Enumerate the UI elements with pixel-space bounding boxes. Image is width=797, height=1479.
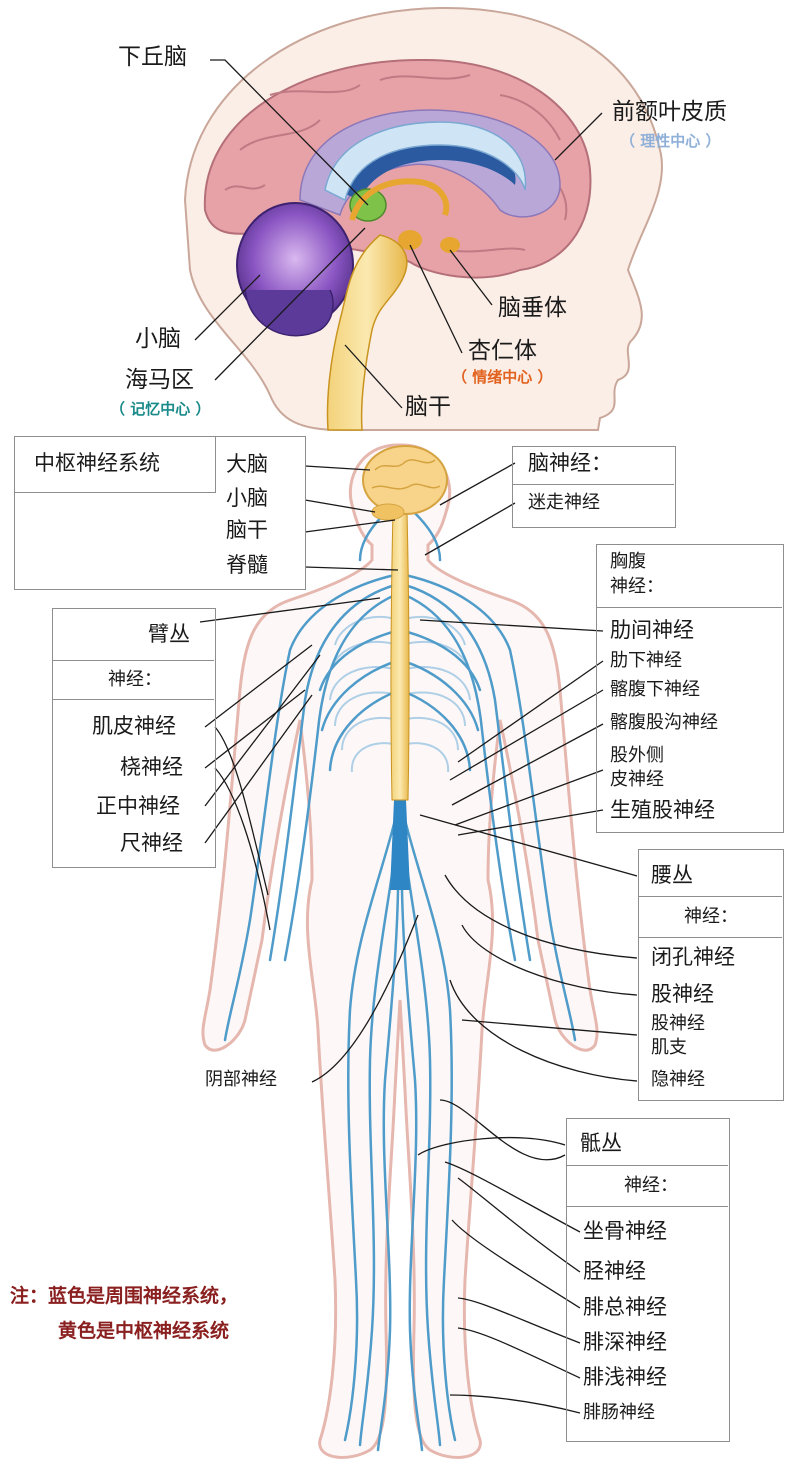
note-amygdala: （ 情绪中心 ） bbox=[452, 368, 553, 386]
label-brainstem-brain: 脑干 bbox=[405, 394, 451, 420]
brachial-sub: 神经： bbox=[108, 669, 162, 690]
label-pudendal: 阴部神经 bbox=[205, 1069, 277, 1090]
gyri-lines bbox=[224, 74, 568, 253]
cranial-divider bbox=[512, 484, 674, 485]
thoraco-item-iliohypogastric: 髂腹下神经 bbox=[610, 679, 700, 700]
lumbar-divider-1 bbox=[638, 896, 782, 897]
note-prefrontal: （ 理性中心 ） bbox=[620, 132, 721, 150]
label-pituitary: 脑垂体 bbox=[498, 295, 567, 321]
lumbar-item-femoral: 股神经 bbox=[651, 982, 714, 1006]
body-outline bbox=[201, 443, 599, 1459]
label-prefrontal-cortex: 前额叶皮质 bbox=[612, 99, 727, 125]
thoraco-item-lateral-femoral-line2: 皮神经 bbox=[610, 769, 664, 790]
thoraco-title-line1: 胸腹 bbox=[610, 551, 646, 572]
sacral-sub: 神经： bbox=[624, 1175, 678, 1196]
cns-item-cerebellum: 小脑 bbox=[226, 486, 268, 510]
lumbar-item-obturator: 闭孔神经 bbox=[651, 945, 735, 969]
sacral-box bbox=[566, 1118, 730, 1442]
sacral-item-common-peroneal: 腓总神经 bbox=[583, 1295, 667, 1319]
cns-title: 中枢神经系统 bbox=[34, 451, 160, 475]
cerebellum-lower bbox=[244, 289, 334, 337]
note-hippocampus: （ 记忆中心 ） bbox=[110, 400, 211, 418]
brachial-item-radial: 桡神经 bbox=[120, 755, 183, 779]
brachial-divider-1 bbox=[52, 660, 214, 661]
cns-item-spinal-cord: 脊髓 bbox=[226, 553, 268, 577]
thoraco-item-genitofemoral: 生殖股神经 bbox=[610, 798, 715, 822]
label-amygdala: 杏仁体 bbox=[468, 338, 537, 364]
brachial-item-median: 正中神经 bbox=[96, 794, 180, 818]
thoraco-item-lateral-femoral-line1: 股外侧 bbox=[610, 745, 664, 766]
cranial-item-vagus: 迷走神经 bbox=[528, 492, 600, 513]
lumbar-box bbox=[638, 849, 784, 1101]
leader-lines bbox=[194, 59, 638, 1414]
thoraco-box bbox=[596, 544, 784, 833]
lumbar-sub: 神经： bbox=[684, 906, 738, 927]
thoraco-item-subcostal: 肋下神经 bbox=[610, 650, 682, 671]
body-panel bbox=[201, 443, 599, 1459]
lumbar-item-femoral-muscular-line1: 股神经 bbox=[651, 1013, 705, 1034]
brachial-title: 臂丛 bbox=[148, 622, 190, 646]
lumbar-item-femoral-muscular-line2: 肌支 bbox=[651, 1037, 687, 1058]
cauda-equina bbox=[390, 800, 410, 890]
sacral-item-sural: 腓肠神经 bbox=[583, 1402, 655, 1423]
label-hippocampus: 海马区 bbox=[125, 367, 194, 393]
pituitary-shape bbox=[440, 237, 460, 253]
cns-title-box bbox=[14, 436, 216, 493]
brachial-divider-2 bbox=[52, 699, 214, 700]
cranial-box bbox=[512, 446, 676, 528]
thoraco-item-intercostal: 肋间神经 bbox=[610, 618, 694, 642]
brain-panel bbox=[183, 6, 663, 431]
lumbar-item-saphenous: 隐神经 bbox=[651, 1069, 705, 1090]
cranial-title: 脑神经： bbox=[528, 451, 612, 475]
label-hypothalamus: 下丘脑 bbox=[118, 44, 187, 70]
label-cerebellum-brain: 小脑 bbox=[135, 326, 181, 352]
thoraco-title-line2: 神经： bbox=[610, 576, 664, 597]
sacral-item-tibial: 胫神经 bbox=[583, 1259, 646, 1283]
sacral-item-superficial-peroneal: 腓浅神经 bbox=[583, 1365, 667, 1389]
footnote-line2: 黄色是中枢神经系统 bbox=[58, 1320, 230, 1342]
brachial-item-ulnar: 尺神经 bbox=[120, 831, 183, 855]
thoraco-divider bbox=[596, 607, 782, 608]
amygdala-shape bbox=[398, 230, 422, 250]
sacral-divider-2 bbox=[566, 1206, 728, 1207]
body-cerebellum bbox=[371, 503, 405, 521]
brainstem-shape bbox=[326, 234, 408, 431]
thoraco-item-ilioinguinal: 髂腹股沟神经 bbox=[610, 712, 718, 733]
sacral-item-sciatic: 坐骨神经 bbox=[583, 1219, 667, 1243]
sacral-title: 骶丛 bbox=[580, 1131, 622, 1155]
corpus-callosum bbox=[324, 121, 527, 202]
body-brain bbox=[362, 445, 448, 515]
spinal-cord bbox=[390, 509, 410, 801]
footnote-line1: 注：蓝色是周围神经系统， bbox=[10, 1285, 239, 1307]
sacral-item-deep-peroneal: 腓深神经 bbox=[583, 1330, 667, 1354]
cns-item-brainstem: 脑干 bbox=[226, 518, 268, 542]
body-brain-gyri bbox=[371, 459, 441, 490]
lumbar-title: 腰丛 bbox=[651, 863, 693, 887]
brachial-box bbox=[52, 608, 216, 868]
lumbar-divider-2 bbox=[638, 937, 782, 938]
sacral-divider-1 bbox=[566, 1165, 728, 1166]
brachial-item-musculocutaneous: 肌皮神经 bbox=[92, 714, 176, 738]
cns-item-cerebrum: 大脑 bbox=[226, 452, 268, 476]
peripheral-nerves bbox=[223, 498, 577, 1452]
